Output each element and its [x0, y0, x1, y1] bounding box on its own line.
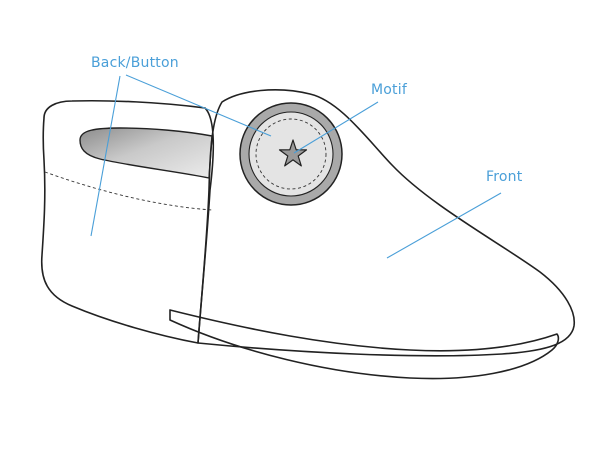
label-back-button: Back/Button [91, 55, 179, 71]
shoe-sole [170, 310, 558, 379]
label-front: Front [486, 169, 523, 185]
back-stitching [45, 172, 212, 210]
back-button-leader-to-button [126, 75, 271, 136]
shoe-opening [80, 128, 212, 178]
front-leader [387, 193, 501, 258]
label-motif: Motif [371, 82, 408, 98]
